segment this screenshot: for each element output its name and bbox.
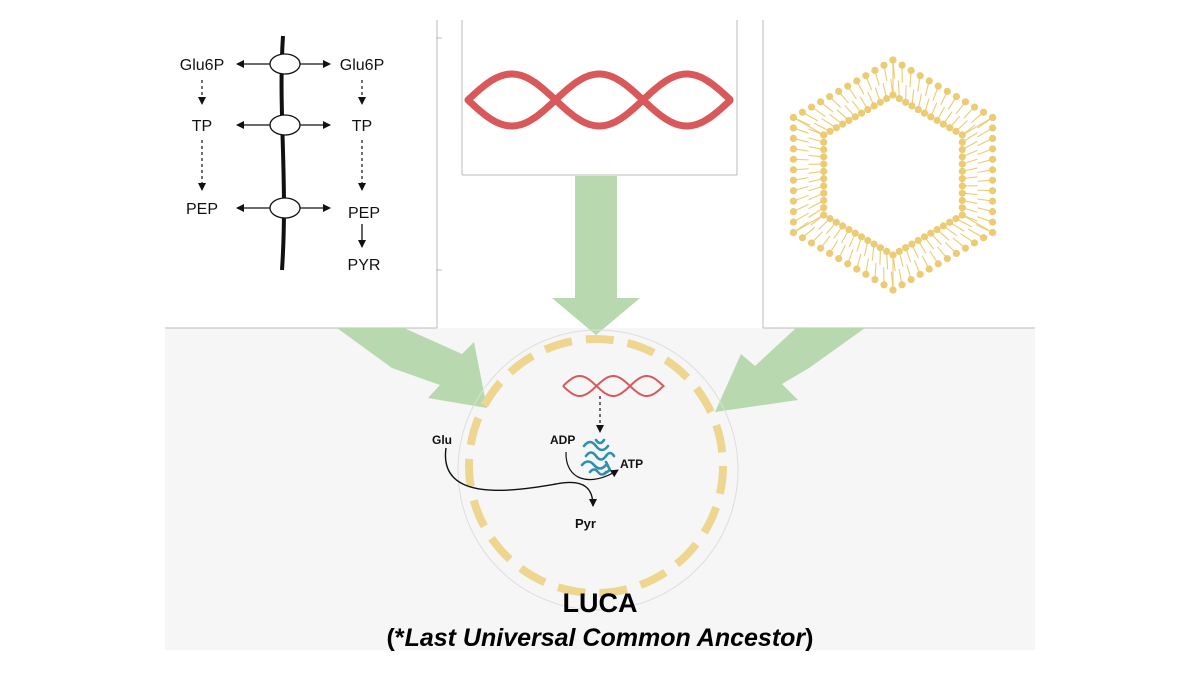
glycolysis-pathway: Glu6P TP PEP Glu6P TP PEP PYR [180, 35, 384, 274]
cell-membrane [465, 335, 727, 597]
subtitle-open: (* [386, 624, 405, 652]
subtitle-italic: Last Universal Common Ancestor [404, 624, 806, 652]
subtitle-close: ) [805, 624, 814, 652]
cell-outline [457, 329, 739, 611]
small-dna-helix [562, 375, 665, 397]
atp-label: ATP [620, 457, 643, 471]
transporter-1 [269, 53, 301, 75]
arrow-down [552, 176, 640, 335]
transporter-2 [269, 114, 301, 136]
transporter-3 [269, 197, 301, 219]
left-tp-label: TP [192, 118, 212, 135]
dna-panel [436, 20, 738, 271]
right-tp-label: TP [352, 118, 372, 135]
right-glu6p-label: Glu6P [340, 57, 384, 74]
adp-atp-arrow [565, 451, 619, 481]
arrow-left [337, 328, 487, 408]
glu-label: Glu [432, 433, 452, 447]
luca-subtitle: (*Last Universal Common Ancestor) [0, 624, 1200, 653]
left-pep-label: PEP [186, 201, 218, 218]
glycolysis-panel [165, 20, 438, 329]
glu-pyr-arrow [444, 447, 597, 507]
left-glu6p-label: Glu6P [180, 57, 224, 74]
luca-cell: Glu ADP ATP Pyr [432, 329, 739, 611]
adp-label: ADP [550, 433, 575, 447]
luca-title: LUCA [562, 588, 638, 618]
right-pyr-label: PYR [348, 257, 381, 274]
right-pep-label: PEP [348, 205, 380, 222]
green-arrows [337, 176, 865, 412]
membrane-panel [762, 20, 1035, 329]
dna-helix [464, 70, 734, 130]
pyr-label: Pyr [575, 516, 596, 531]
arrow-right [715, 328, 865, 412]
lipid-bilayer-vesicle [789, 56, 997, 294]
